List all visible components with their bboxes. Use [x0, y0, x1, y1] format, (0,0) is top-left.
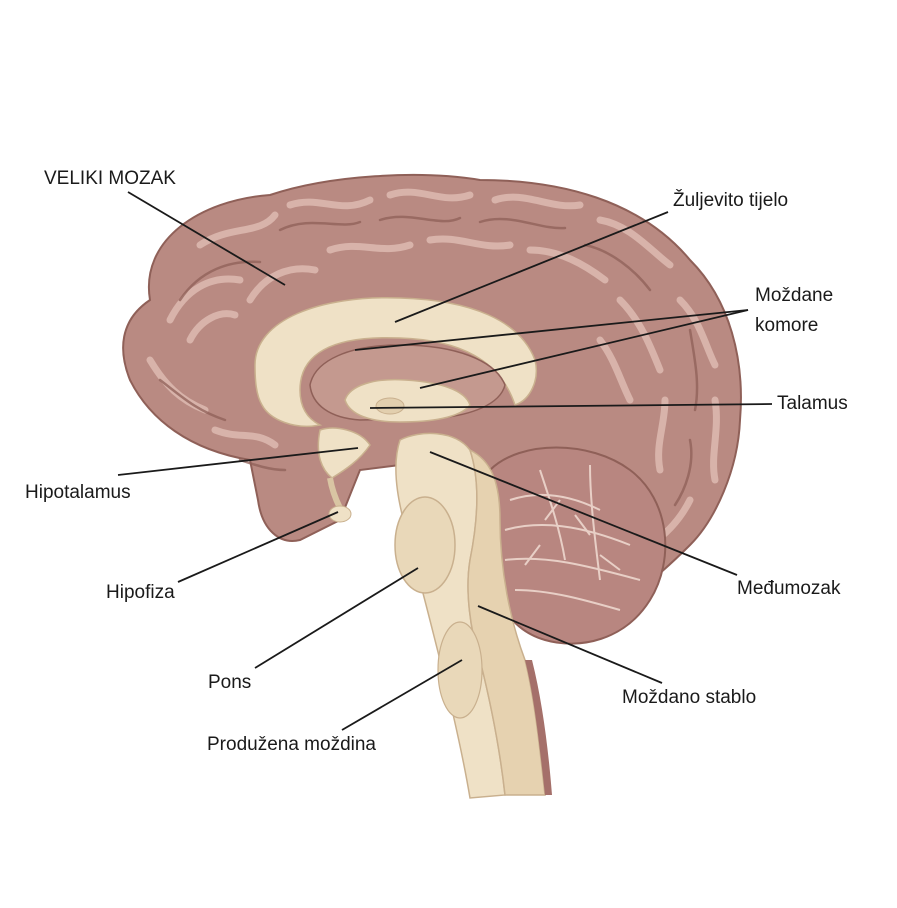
leader-pons [255, 568, 418, 668]
thalamus-core [376, 398, 404, 414]
label-thalamus: Talamus [777, 393, 848, 415]
label-diencephalon: Međumozak [737, 578, 841, 600]
label-pons: Pons [208, 672, 251, 694]
label-ventricles-line2: komore [755, 315, 818, 337]
pons-shape [395, 497, 455, 593]
label-medulla: Produžena moždina [207, 734, 376, 756]
label-cerebrum: VELIKI MOZAK [44, 168, 176, 190]
label-hypothalamus: Hipotalamus [25, 482, 131, 504]
label-ventricles-line1: Moždane [755, 285, 833, 307]
label-brainstem: Moždano stablo [622, 687, 756, 709]
label-corpus-callosum: Žuljevito tijelo [673, 190, 788, 212]
leader-pituitary [178, 512, 338, 582]
label-pituitary: Hipofiza [106, 582, 175, 604]
